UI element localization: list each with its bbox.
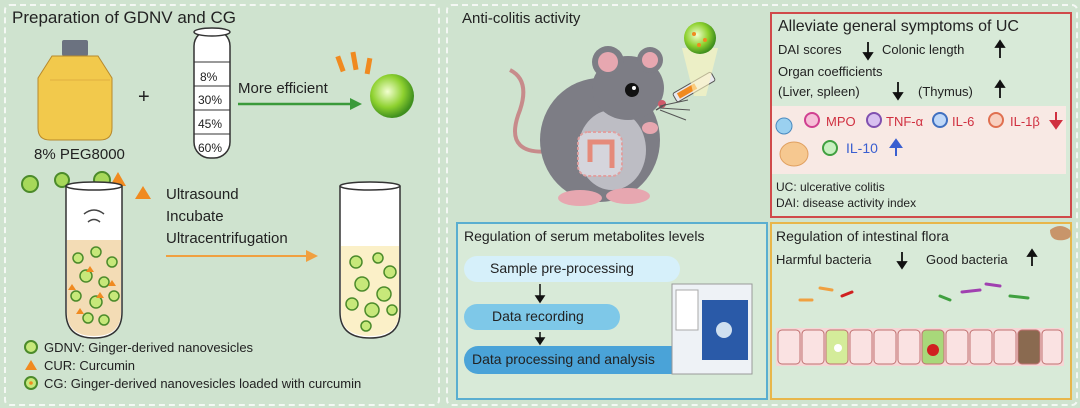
step-ultracentrifugation: Ultracentrifugation — [166, 230, 288, 247]
cytokine-il1b: IL-1β — [1010, 114, 1040, 129]
preparation-panel — [4, 4, 440, 406]
gradient-level-2: 30% — [198, 93, 223, 107]
footnote-uc: UC: ulcerative colitis — [776, 180, 885, 194]
peg-bottle-icon — [37, 40, 113, 141]
flora-box — [770, 222, 1072, 400]
cytokine-il10: IL-10 — [846, 140, 878, 156]
cytokine-mpo: MPO — [826, 114, 856, 129]
step-data-processing: Data processing and analysis — [472, 351, 655, 367]
gradient-level-4: 60% — [198, 141, 223, 155]
step-data-recording: Data recording — [492, 308, 584, 324]
vesicle-sphere-icon — [370, 74, 414, 118]
gradient-tube-icon — [193, 27, 231, 159]
legend-cg: CG: Ginger-derived nanovesicles loaded w… — [44, 376, 362, 391]
legend-cur: CUR: Curcumin — [44, 358, 136, 373]
plus-sign: + — [138, 86, 150, 108]
liver-spleen-label: (Liver, spleen) — [778, 84, 860, 99]
flora-title: Regulation of intestinal flora — [776, 228, 949, 244]
cytokine-il6: IL-6 — [952, 114, 975, 129]
legend-gdnv: GDNV: Ginger-derived nanovesicles — [44, 340, 254, 355]
thymus-label: (Thymus) — [918, 84, 973, 99]
metabolites-title: Regulation of serum metabolites levels — [464, 228, 705, 244]
cytokine-strip — [772, 106, 1066, 174]
peg-label: 8% PEG8000 — [34, 146, 125, 163]
anti-colitis-title: Anti-colitis activity — [462, 10, 581, 27]
step-box-1 — [464, 256, 680, 282]
organ-coefficients-label: Organ coefficients — [778, 64, 883, 79]
product-tube-icon — [339, 181, 401, 339]
gdnv-legend-icon — [24, 340, 38, 354]
harmful-bacteria-label: Harmful bacteria — [776, 252, 872, 267]
more-efficient-label: More efficient — [238, 80, 328, 97]
step-ultrasound: Ultrasound — [166, 186, 239, 203]
anti-colitis-panel — [446, 4, 1078, 406]
sonication-tube-icon — [65, 181, 123, 339]
dai-scores-label: DAI scores — [778, 42, 842, 57]
symptoms-title: Alleviate general symptoms of UC — [778, 18, 1019, 35]
preparation-title: Preparation of GDNV and CG — [12, 8, 236, 27]
gradient-level-1: 8% — [200, 70, 218, 84]
step-incubate: Incubate — [166, 208, 224, 225]
cur-legend-icon — [25, 360, 37, 370]
step-sample-preprocessing: Sample pre-processing — [490, 260, 634, 276]
cytokine-tnf: TNF-α — [886, 114, 924, 129]
colonic-length-label: Colonic length — [882, 42, 965, 57]
gradient-level-3: 45% — [198, 117, 223, 131]
step-box-2 — [464, 304, 620, 330]
preparation-graphics — [21, 27, 414, 390]
step-box-3 — [464, 346, 710, 374]
footnote-dai: DAI: disease activity index — [776, 196, 917, 210]
good-bacteria-label: Good bacteria — [926, 252, 1008, 267]
